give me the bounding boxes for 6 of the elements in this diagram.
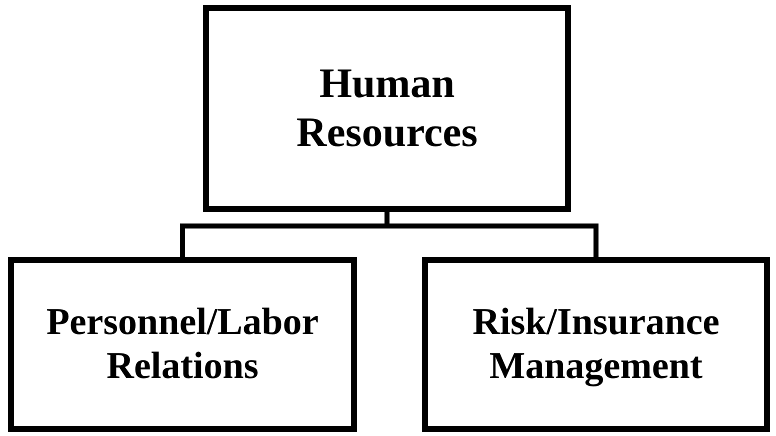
org-box bbox=[8, 257, 357, 432]
org-box bbox=[422, 257, 770, 432]
box-label: Human Resources bbox=[295, 60, 479, 157]
box-label: Personnel/Labor Relations bbox=[45, 300, 320, 388]
org-box bbox=[203, 5, 571, 212]
box-label: Risk/Insurance Management bbox=[471, 300, 721, 388]
